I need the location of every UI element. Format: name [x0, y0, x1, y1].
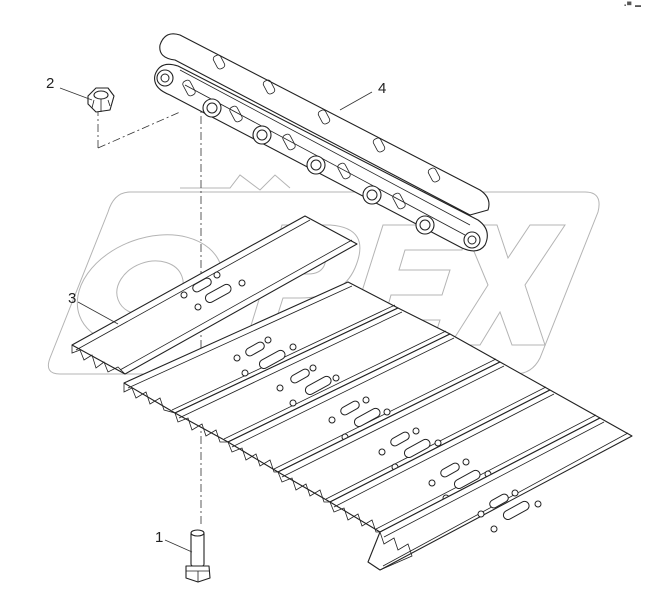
callout-4: 4 [378, 80, 386, 97]
track-shoe-1 [71, 215, 358, 375]
callout-3: 3 [68, 290, 76, 307]
bolt-part [185, 529, 211, 583]
track-chain-part [154, 33, 490, 252]
callout-2: 2 [46, 75, 54, 92]
corner-mark: ▪▀ ▬ [623, 3, 642, 9]
track-shoe-4 [227, 333, 501, 473]
leader-lines [59, 87, 373, 553]
track-shoes [71, 215, 633, 571]
track-shoe-7 [367, 417, 633, 571]
callouts: 1 2 3 4 [46, 75, 386, 546]
nut-part [87, 87, 115, 113]
track-shoe-2 [123, 281, 399, 414]
bushing-set [156, 69, 481, 249]
callout-1: 1 [155, 529, 163, 546]
